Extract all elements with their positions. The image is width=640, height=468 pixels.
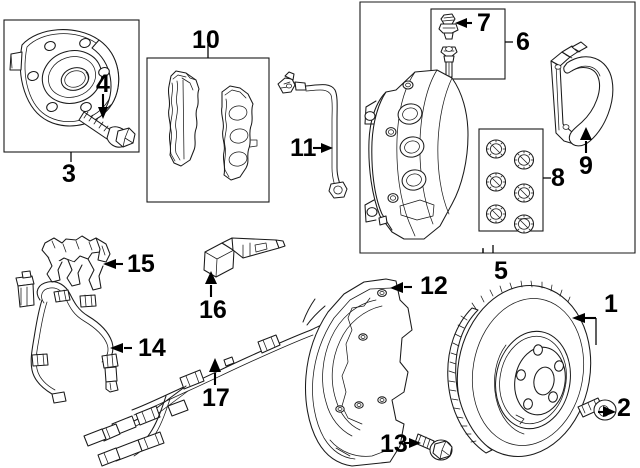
callout-3: 3 bbox=[62, 160, 76, 188]
brake-hose-bracket-art bbox=[550, 41, 614, 153]
callout-13: 13 bbox=[380, 430, 408, 458]
callout-17: 17 bbox=[202, 384, 230, 412]
part-box-8 bbox=[478, 128, 551, 232]
callout-14: 14 bbox=[138, 334, 166, 362]
callout-2: 2 bbox=[617, 394, 631, 422]
callout-16: 16 bbox=[199, 296, 227, 324]
callout-8: 8 bbox=[551, 164, 565, 192]
callout-9: 9 bbox=[579, 152, 593, 180]
sensor-wiring-harness-art bbox=[83, 298, 332, 467]
brake-pad-set-art bbox=[167, 70, 258, 181]
caliper-fastener-kit-art bbox=[438, 13, 472, 78]
callout-1: 1 bbox=[604, 290, 618, 318]
rotor-retaining-screw-art bbox=[577, 397, 617, 421]
callout-11: 11 bbox=[290, 134, 317, 162]
brake-hose-art bbox=[277, 71, 348, 199]
brake-pad-wear-sensor-art bbox=[203, 237, 286, 297]
brake-rotor-art bbox=[447, 280, 597, 457]
piston-seal-kit-art bbox=[485, 139, 535, 234]
abs-wheel-speed-sensor-art bbox=[15, 270, 132, 404]
callout-12: 12 bbox=[420, 272, 448, 300]
part-box-5 bbox=[359, 1, 636, 254]
brake-caliper-art bbox=[364, 69, 469, 240]
part-box-3 bbox=[3, 19, 140, 162]
callout-10: 10 bbox=[192, 26, 220, 54]
callout-4: 4 bbox=[96, 70, 110, 98]
part-box-6 bbox=[430, 8, 513, 80]
part-box-10 bbox=[146, 44, 270, 203]
hub-mounting-bolt-art bbox=[78, 94, 136, 148]
callout-5: 5 bbox=[494, 257, 508, 285]
splash-shield-art bbox=[305, 278, 413, 467]
wheel-hub-assembly-art bbox=[9, 29, 120, 127]
callout-7: 7 bbox=[477, 9, 491, 37]
splash-shield-bolt-art bbox=[404, 433, 453, 461]
callout-15: 15 bbox=[127, 250, 155, 278]
callout-6: 6 bbox=[516, 28, 530, 56]
pad-retaining-clip-set-art bbox=[41, 235, 123, 291]
